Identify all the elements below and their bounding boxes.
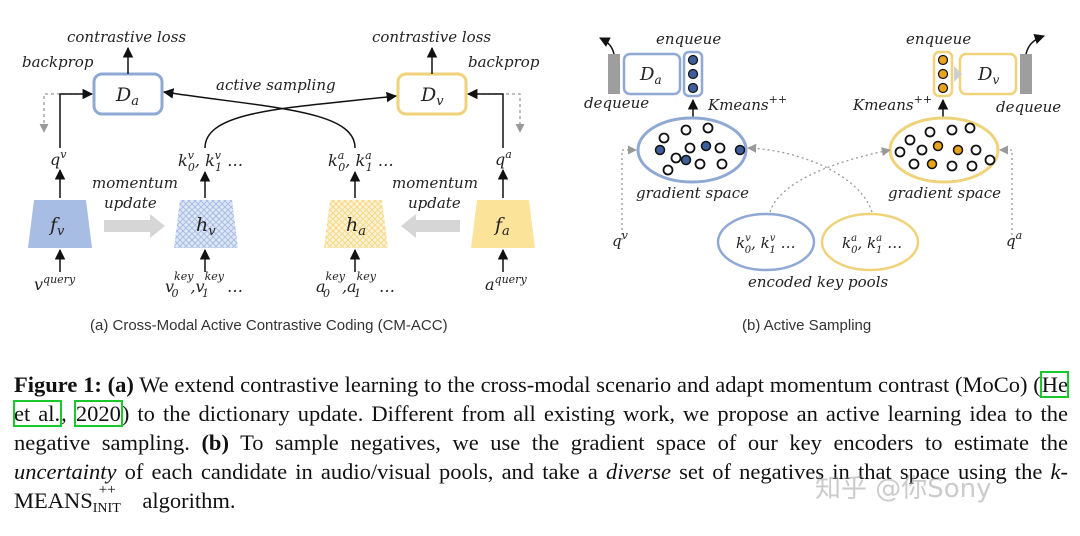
contrastive-loss-left-label: contrastive loss <box>67 28 186 46</box>
update-left-label: update <box>104 194 157 212</box>
citation-year-link[interactable]: 2020 <box>73 400 123 427</box>
kmeans-left-label: Kmeans++ <box>707 93 787 114</box>
figure-caption: Figure 1: (a) We extend contrastive lear… <box>13 371 1069 516</box>
panel-b-caption: (b) Active Sampling <box>742 317 871 334</box>
gradient-right-points <box>894 122 996 172</box>
caption-a-label: (a) <box>107 372 134 397</box>
kmeans-right-label: Kmeans++ <box>852 93 932 114</box>
key-pool-audio <box>820 212 920 272</box>
encoder-ha-label: ha <box>346 214 366 239</box>
active-sampling-label: active sampling <box>216 76 336 94</box>
key-pool-visual <box>716 212 816 272</box>
encoder-fa <box>471 200 535 248</box>
encoder-fa-label: fa <box>493 214 510 239</box>
gradient-space-left-label: gradient space <box>636 184 749 202</box>
encoder-ha <box>324 200 388 248</box>
dequeue-left-block <box>608 54 620 94</box>
figure-label: Figure 1: <box>14 372 102 397</box>
dequeue-left-label: dequeue <box>584 94 649 112</box>
kmeans-init-script: ++INIT <box>92 482 121 516</box>
gradient-left-points <box>654 122 746 176</box>
encoder-hv <box>174 200 238 248</box>
gradient-space-right-label: gradient space <box>888 184 1001 202</box>
update-right-label: update <box>408 194 461 212</box>
panel-a-caption: (a) Cross-Modal Active Contrastive Codin… <box>90 317 448 334</box>
dequeue-right-block <box>1020 54 1032 94</box>
momentum-left-label: momentum <box>92 174 178 192</box>
v-query-label: vquery <box>34 273 76 294</box>
encoder-hv-label: hv <box>196 214 216 239</box>
discriminator-v-label: Dv <box>420 84 444 109</box>
discriminator-a-label: Da <box>115 84 139 109</box>
contrastive-loss-right-label: contrastive loss <box>372 28 491 46</box>
q-a-label: qa <box>495 148 512 169</box>
enqueue-left-label: enqueue <box>656 30 721 48</box>
enqueue-right-label: enqueue <box>906 30 971 48</box>
q-v-label: qv <box>50 148 67 169</box>
panel-a: contrastive loss contrastive loss backpr… <box>22 28 540 334</box>
encoder-fv-label: fv <box>48 214 65 239</box>
backprop-right-label: backprop <box>468 53 540 71</box>
q-v-label-b: qv <box>612 229 629 250</box>
momentum-left-arrow <box>104 214 165 238</box>
citation-author-link[interactable]: He et al. <box>13 371 1069 427</box>
panel-b: enqueue enqueue Da dequeue Kmeans++ Dv d… <box>584 30 1061 334</box>
watermark: 知乎 @你Sony <box>815 474 992 504</box>
backprop-left-label: backprop <box>22 53 94 71</box>
momentum-right-arrow <box>401 214 460 238</box>
queue-dv-label: Dv <box>977 64 999 87</box>
q-a-label-b: qa <box>1006 229 1022 250</box>
a-query-label: aquery <box>485 273 527 294</box>
queue-da-label: Da <box>639 64 662 87</box>
momentum-right-label: momentum <box>392 174 478 192</box>
caption-b-label: (b) <box>201 430 229 455</box>
figure-diagram: contrastive loss contrastive loss backpr… <box>22 28 1061 334</box>
encoded-key-pools-label: encoded key pools <box>748 273 888 291</box>
queue-da-box <box>622 52 682 96</box>
dequeue-right-label: dequeue <box>996 98 1061 116</box>
encoder-fv <box>28 200 92 248</box>
gradient-space-right <box>888 116 1000 184</box>
